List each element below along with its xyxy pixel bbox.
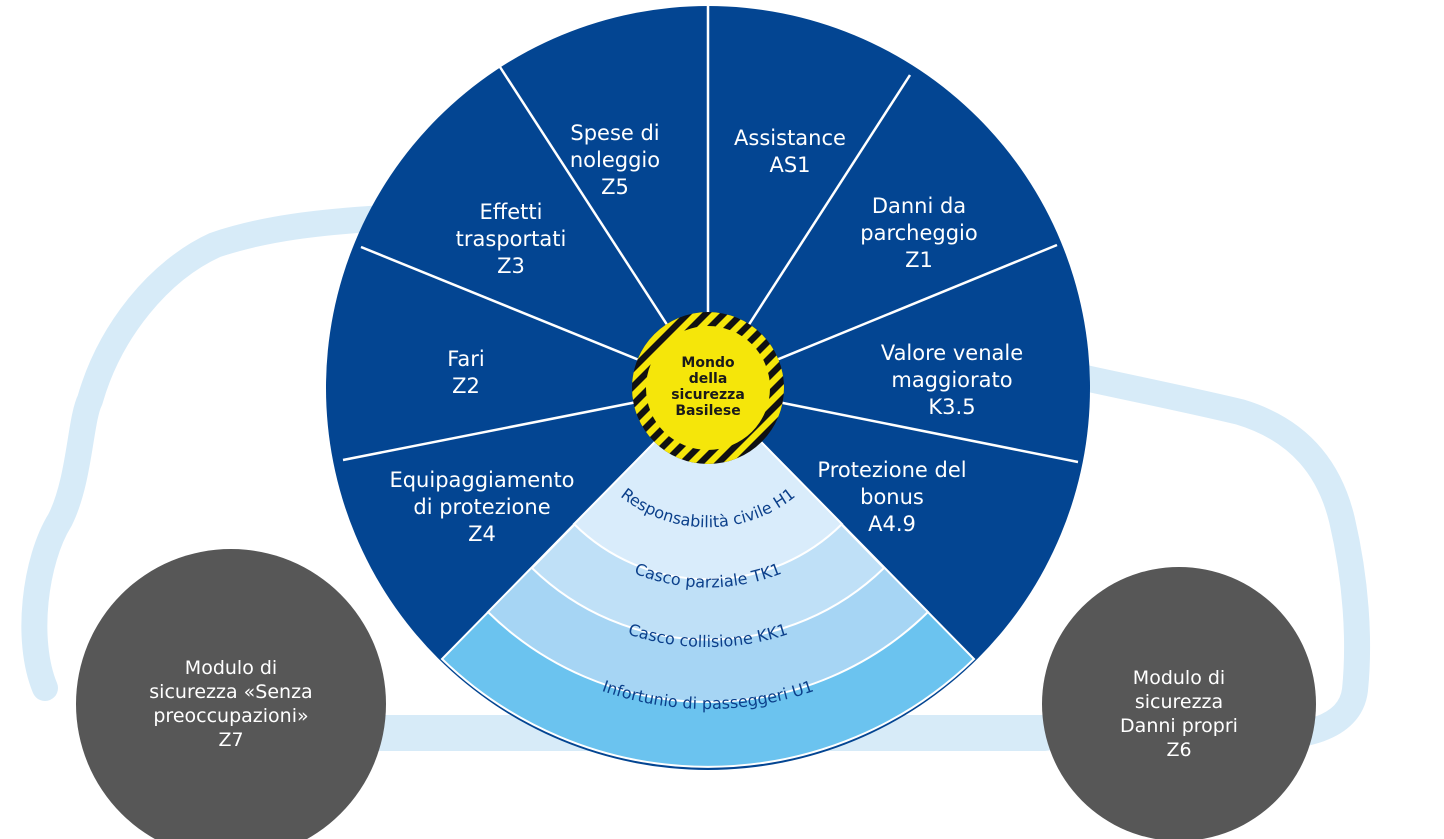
module-label-line: sicurezza bbox=[1135, 691, 1223, 713]
ring-responsabilita-band bbox=[572, 386, 844, 581]
segment-label-line: A4.9 bbox=[868, 512, 916, 536]
hub-label-line: sicurezza bbox=[671, 387, 745, 403]
segment-label-line: Effetti bbox=[480, 200, 543, 224]
segment-label-line: Z5 bbox=[601, 175, 629, 199]
segment-label-line: noleggio bbox=[570, 148, 660, 172]
module-label-line: Z6 bbox=[1166, 739, 1191, 761]
hazard-stripe bbox=[632, 312, 729, 464]
segment-label-line: Z1 bbox=[905, 248, 933, 272]
module-label-line: Modulo di bbox=[1133, 667, 1225, 689]
module-circle bbox=[76, 549, 386, 839]
segment-label-line: Danni da bbox=[872, 194, 966, 218]
hub-label-line: Basilese bbox=[675, 403, 740, 419]
segment-label-line: Valore venale bbox=[881, 341, 1023, 365]
module-label-line: preoccupazioni» bbox=[153, 705, 308, 727]
segment-label-line: Z3 bbox=[497, 254, 525, 278]
car-outline-rear bbox=[1072, 365, 1371, 751]
segment-label-line: Protezione del bbox=[817, 458, 966, 482]
segment-label-line: Z4 bbox=[468, 522, 496, 546]
segment-label-line: Fari bbox=[447, 347, 485, 371]
car-outline-body bbox=[21, 205, 398, 701]
module-label-line: sicurezza «Senza bbox=[149, 681, 312, 703]
segment-label-line: parcheggio bbox=[860, 221, 978, 245]
segment-label-line: Z2 bbox=[452, 374, 480, 398]
coverage-rings bbox=[440, 386, 976, 768]
segment-label-line: K3.5 bbox=[928, 395, 975, 419]
segment-label-line: Equipaggiamento bbox=[389, 468, 574, 492]
hub-label-line: della bbox=[689, 371, 728, 387]
hazard-stripe bbox=[632, 312, 747, 464]
segment-label-line: di protezione bbox=[413, 495, 550, 519]
hazard-stripe bbox=[678, 312, 784, 464]
hub-label-line: Mondo bbox=[681, 355, 735, 371]
segment-label-line: bonus bbox=[860, 485, 924, 509]
segment-label-line: Assistance bbox=[734, 126, 846, 150]
module-label-line: Danni propri bbox=[1120, 715, 1238, 737]
module-label-line: Modulo di bbox=[185, 657, 277, 679]
segment-label-line: maggiorato bbox=[891, 368, 1012, 392]
segment-label-line: AS1 bbox=[769, 153, 810, 177]
module-label-line: Z7 bbox=[218, 729, 243, 751]
hub-core bbox=[646, 326, 770, 450]
module-circle bbox=[1042, 567, 1316, 839]
segment-label-line: trasportati bbox=[456, 227, 567, 251]
segment-label-line: Spese di bbox=[570, 121, 659, 145]
